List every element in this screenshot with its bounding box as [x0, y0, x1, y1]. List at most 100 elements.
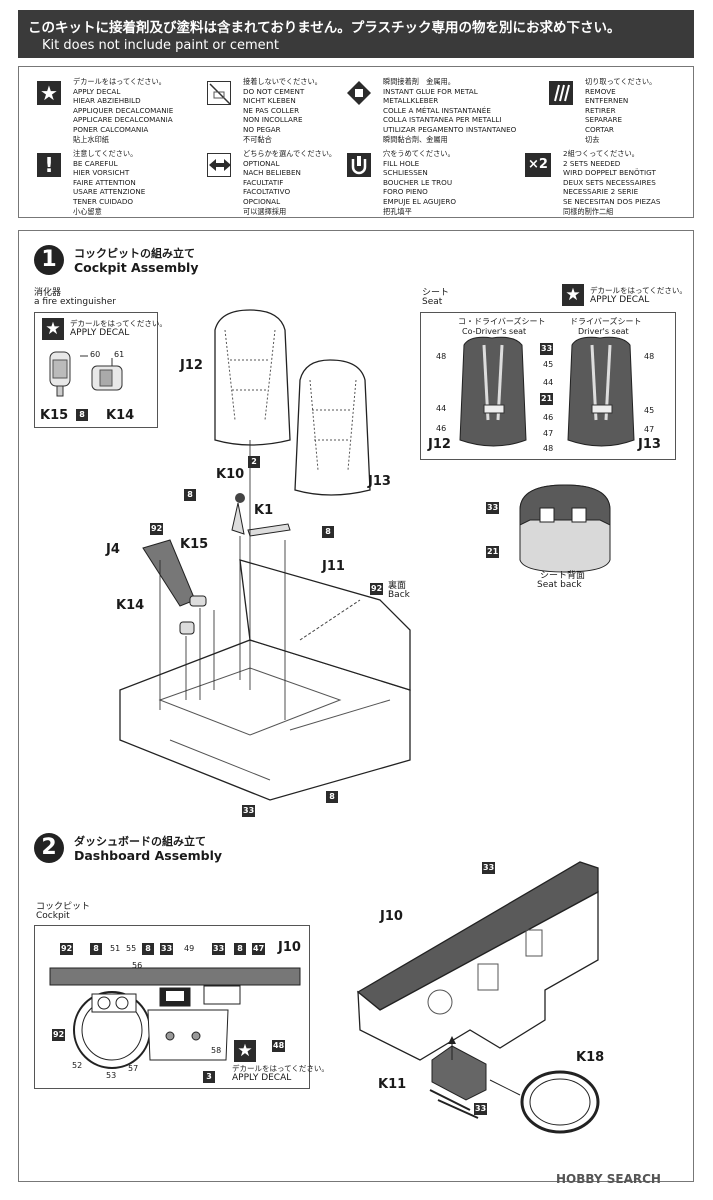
remove-icon	[549, 81, 573, 105]
fill-hole-icon	[347, 153, 371, 177]
decal-53: 53	[106, 1071, 117, 1080]
step-2-number: 2	[34, 833, 64, 863]
extinguisher-label-en: a fire extinguisher	[34, 297, 116, 307]
seat-back-jp: シート背面	[540, 571, 586, 581]
codriver-seat-jp: コ・ドライバーズシート	[458, 317, 546, 326]
color-33-floor: 33	[242, 805, 256, 817]
driver-seat-jp: ドライバーズシート	[570, 317, 642, 326]
color-48-dash: 48	[272, 1040, 286, 1052]
apply-decal-jp: デカールをはってください。	[70, 319, 167, 328]
seat-label-jp: シート	[422, 288, 450, 298]
part-k18: K18	[576, 1050, 605, 1065]
part-k1: K1	[254, 503, 274, 518]
star-icon: ★	[234, 1040, 256, 1062]
decal-58: 58	[211, 1046, 222, 1055]
back-label-jp: 裏面	[388, 581, 407, 591]
color-33-k11: 33	[474, 1103, 488, 1115]
color-92: 92	[150, 523, 164, 535]
decal-44-left: 44	[436, 404, 447, 413]
decal-60: 60	[90, 350, 101, 359]
seat-apply-decal-en: APPLY DECAL	[590, 295, 650, 305]
decal-47-right: 47	[644, 425, 655, 434]
decal-49: 49	[184, 944, 195, 953]
codriver-seat-en: Co-Driver's seat	[462, 327, 527, 336]
color-92-dash: 92	[60, 943, 74, 955]
extinguisher-label-jp: 消化器	[34, 288, 62, 298]
step-1-number: 1	[34, 245, 64, 275]
part-j12-detail: J12	[428, 437, 451, 452]
decal-46-left: 46	[436, 424, 447, 433]
decal-55: 55	[126, 944, 137, 953]
part-k14: K14	[106, 408, 135, 423]
color-33-dashboard: 33	[482, 862, 496, 874]
part-k11: K11	[378, 1077, 407, 1092]
color-8-k10: 8	[184, 489, 196, 501]
seat-label-en: Seat	[422, 297, 443, 307]
seat-apply-decal-jp: デカールをはってください。	[590, 286, 687, 295]
color-33-back: 33	[486, 502, 500, 514]
star-icon: ★	[42, 318, 64, 340]
part-k14-main: K14	[116, 598, 145, 613]
notice-english: Kit does not include paint or cement	[42, 38, 280, 53]
color-8-k1: 8	[322, 526, 334, 538]
color-21: 21	[540, 393, 554, 405]
color-92-back: 92	[370, 583, 384, 595]
seat-back-en: Seat back	[537, 580, 582, 590]
color-8-dash-a: 8	[90, 943, 102, 955]
part-k15-main: K15	[180, 537, 209, 552]
back-label-en: Back	[388, 590, 410, 600]
part-j10-detail: J10	[278, 940, 301, 955]
cockpit-label-en: Cockpit	[36, 911, 70, 921]
part-k10: K10	[216, 467, 245, 482]
color-33-dash: 33	[160, 943, 174, 955]
decal-48-left: 48	[436, 352, 447, 361]
no-glue-icon	[207, 81, 231, 105]
color-21-back: 21	[486, 546, 500, 558]
careful-icon: !	[37, 153, 61, 177]
part-j4: J4	[106, 542, 120, 557]
watermark-logo: HOBBY SEARCH	[556, 1172, 661, 1186]
decal-48-center: 48	[543, 444, 554, 453]
decal-45: 45	[543, 360, 554, 369]
color-33-dash-b: 33	[212, 943, 226, 955]
star-icon: ★	[37, 81, 61, 105]
part-j12: J12	[180, 358, 203, 373]
instant-glue-icon	[347, 81, 371, 105]
cockpit-label-jp: コックピット	[36, 902, 91, 912]
color-3: 3	[203, 1071, 215, 1083]
color-8-floor: 8	[326, 791, 338, 803]
step-2-title-en: Dashboard Assembly	[74, 848, 223, 863]
part-k15: K15	[40, 408, 69, 423]
dash-apply-decal-en: APPLY DECAL	[232, 1073, 292, 1083]
part-j10: J10	[380, 909, 403, 924]
color-33: 33	[540, 343, 554, 355]
color-8-dash-c: 8	[234, 943, 246, 955]
decal-51: 51	[110, 944, 121, 953]
x2-icon: ×2	[525, 153, 551, 177]
decal-48-right: 48	[644, 352, 655, 361]
color-2: 2	[248, 456, 260, 468]
step-1-title-en: Cockpit Assembly	[74, 260, 199, 275]
apply-decal-en: APPLY DECAL	[70, 328, 130, 338]
notice-banner: このキットに接着剤及び塗料は含まれておりません。プラスチック専用の物を別にお求め…	[18, 10, 694, 58]
driver-seat-en: Driver's seat	[578, 327, 629, 336]
decal-52: 52	[72, 1061, 83, 1070]
decal-46: 46	[543, 413, 554, 422]
decal-56: 56	[132, 961, 143, 970]
decal-57: 57	[128, 1064, 139, 1073]
step-1-title-jp: コックピットの組み立て	[74, 247, 195, 260]
instruction-frame	[18, 230, 694, 1182]
part-j13: J13	[368, 474, 391, 489]
decal-61: 61	[114, 350, 125, 359]
decal-47: 47	[543, 429, 554, 438]
color-47-dash: 47	[252, 943, 266, 955]
notice-japanese: このキットに接着剤及び塗料は含まれておりません。プラスチック専用の物を別にお求め…	[28, 20, 621, 36]
part-j11: J11	[322, 559, 345, 574]
part-j13-detail: J13	[638, 437, 661, 452]
